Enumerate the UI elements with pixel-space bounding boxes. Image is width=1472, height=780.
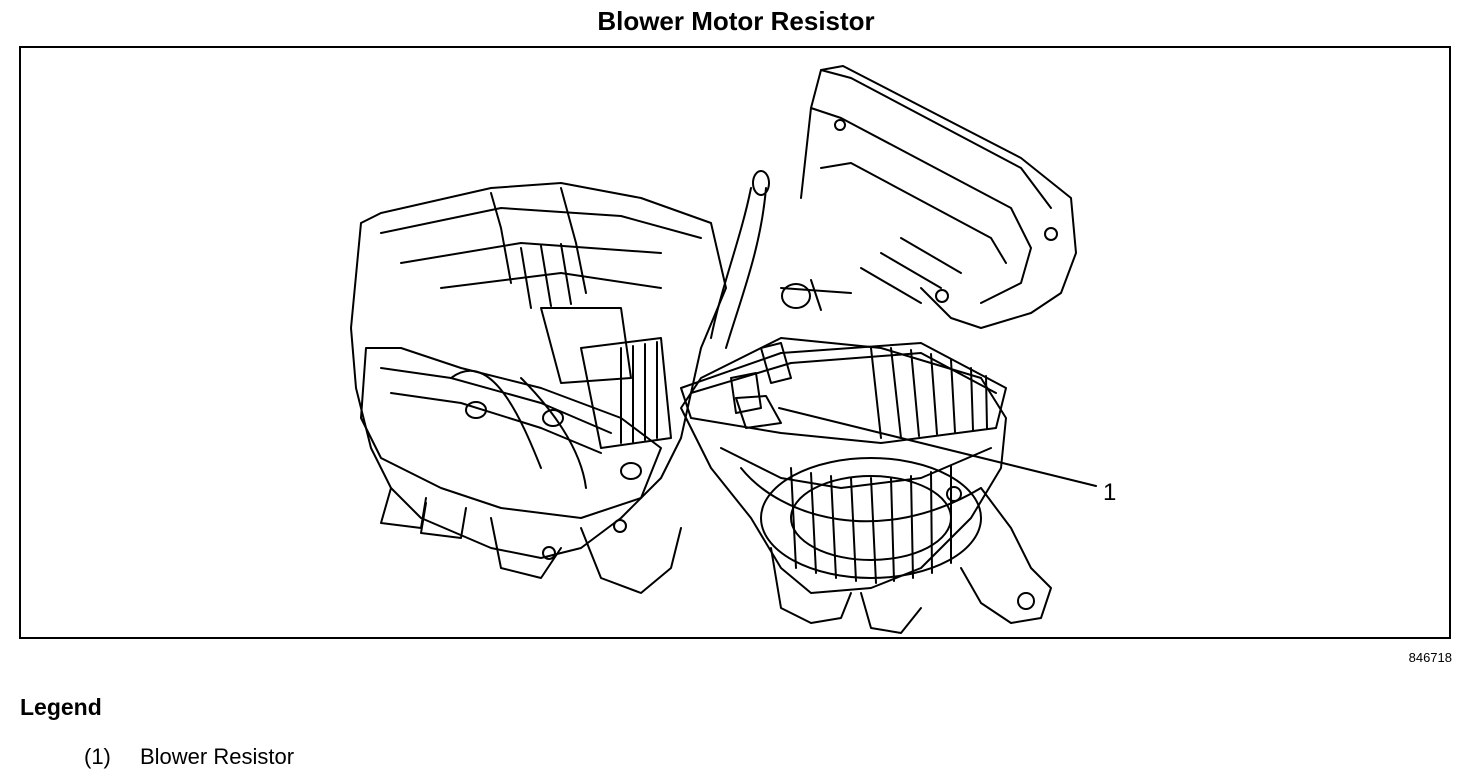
heater-core-section <box>360 347 682 594</box>
evaporator-case <box>350 182 727 559</box>
blower-housing <box>680 337 1052 634</box>
callout-label: 1 <box>1103 479 1116 506</box>
diagram-frame: 1 <box>19 46 1451 639</box>
control-cable <box>710 170 852 349</box>
callout-leader <box>778 407 1097 487</box>
legend-list: (1) Blower Resistor <box>84 742 294 772</box>
page-title: Blower Motor Resistor <box>597 6 875 36</box>
legend-item-label: Blower Resistor <box>140 744 295 769</box>
figure-id: 846718 <box>1408 650 1452 665</box>
blower-resistor <box>680 342 1007 444</box>
legend-item: (1) Blower Resistor <box>84 742 294 772</box>
legend-heading: Legend <box>20 694 102 720</box>
hvac-module-illustration: 1 <box>350 65 1116 634</box>
upper-duct-housing <box>800 65 1077 329</box>
legend-item-number: (1) <box>84 744 111 769</box>
